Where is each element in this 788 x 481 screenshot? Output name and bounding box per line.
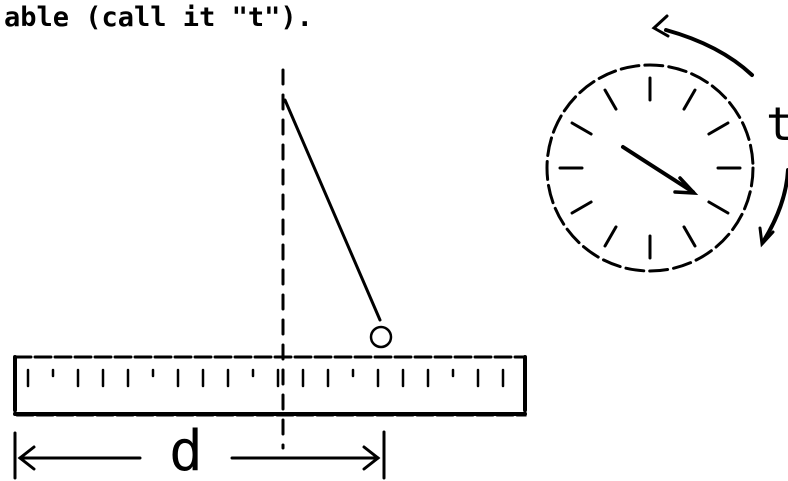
header-text: able (call it "t"). xyxy=(4,2,313,33)
clock-rim xyxy=(545,63,755,273)
clock-hour-mark xyxy=(707,121,730,136)
clock-hour-mark xyxy=(570,200,593,215)
time-label: t xyxy=(766,97,788,151)
clock-hour-mark xyxy=(603,225,618,248)
ruler-icon xyxy=(13,355,527,417)
clock-hour-mark xyxy=(682,88,697,111)
clock-hand xyxy=(621,145,695,194)
clock-hour-mark xyxy=(682,225,697,248)
clock-face-icon xyxy=(545,63,755,273)
clock-hour-mark xyxy=(603,88,618,111)
clock-hour-mark xyxy=(570,121,593,136)
distance-label: d xyxy=(169,419,203,481)
pendulum-string xyxy=(283,98,382,322)
distance-arrow: d xyxy=(13,419,386,481)
pendulum-bob xyxy=(369,325,393,349)
elapsed-time-arrow: t xyxy=(651,14,788,248)
ruler-ticks xyxy=(26,368,505,388)
pendulum-icon xyxy=(283,98,393,349)
ruler-body xyxy=(13,355,527,417)
clock-hour-mark xyxy=(707,200,730,215)
clock-ticks xyxy=(558,76,742,260)
